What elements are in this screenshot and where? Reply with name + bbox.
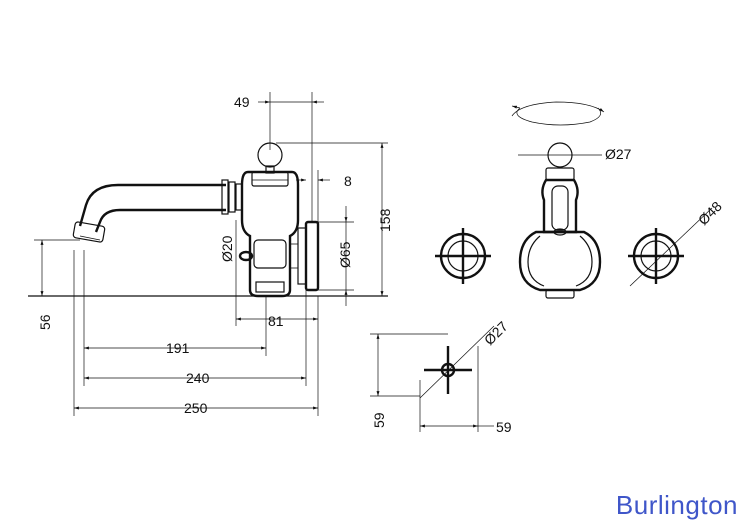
dim-20-label: Ø20	[219, 235, 235, 262]
flange-plate	[304, 220, 320, 292]
right-handle-dim-line	[629, 207, 713, 287]
dim-65-label: Ø65	[337, 241, 353, 268]
front-spout-neck	[551, 185, 569, 231]
dim-240-label: 240	[186, 370, 210, 386]
right-cross-handle: Ø48	[628, 198, 725, 287]
front-housing-rim-left	[527, 235, 545, 287]
valve-lower-section	[253, 239, 287, 269]
side-view-dimensions: 49 8 158 Ø65 Ø20 56 81 191	[34, 92, 393, 416]
detail-width-label: 59	[496, 419, 512, 435]
rotation-arc-upper	[511, 101, 605, 117]
dim-250-label: 250	[184, 400, 208, 416]
front-view: Ø27 Ø48	[435, 101, 725, 299]
rotation-arrow-left	[511, 105, 521, 109]
right-handle-label: Ø48	[695, 198, 725, 228]
detail-height-label: 59	[371, 412, 387, 428]
dim-8-label: 8	[344, 173, 352, 189]
front-lower-housing	[518, 230, 602, 292]
dim-49-label: 49	[234, 94, 250, 110]
cross-handle-detail: Ø27 59 59	[370, 318, 512, 435]
dim-56-label: 56	[37, 314, 53, 330]
valve-base-ring	[255, 281, 285, 293]
spout-top-edge	[78, 183, 226, 227]
left-cross-handle	[435, 228, 491, 284]
side-view-spout	[28, 142, 388, 298]
knob-stem	[265, 165, 275, 174]
valve-cap	[251, 171, 289, 187]
dim-158-label: 158	[377, 208, 393, 232]
front-base	[545, 289, 575, 299]
spout-outlet-rim	[79, 235, 101, 241]
valve-body	[240, 170, 300, 298]
brand-logo: Burlington	[615, 490, 738, 520]
spout-collar-a	[221, 179, 229, 215]
front-upper-body	[541, 178, 579, 234]
dim-81-label: 81	[268, 313, 284, 329]
front-cap	[545, 167, 575, 181]
dim-191-label: 191	[166, 340, 190, 356]
detail-dim-line	[419, 325, 495, 399]
rotation-arc-lower	[516, 107, 601, 126]
detail-hub	[440, 362, 456, 378]
spout-outlet	[72, 221, 106, 243]
front-housing-rim-right	[575, 235, 593, 287]
detail-diameter-label: Ø27	[481, 318, 511, 348]
spout-collar-b	[228, 181, 236, 213]
front-knob-label: Ø27	[605, 146, 632, 162]
spout-bottom-edge	[94, 208, 226, 233]
keyhole-detail	[238, 250, 254, 262]
